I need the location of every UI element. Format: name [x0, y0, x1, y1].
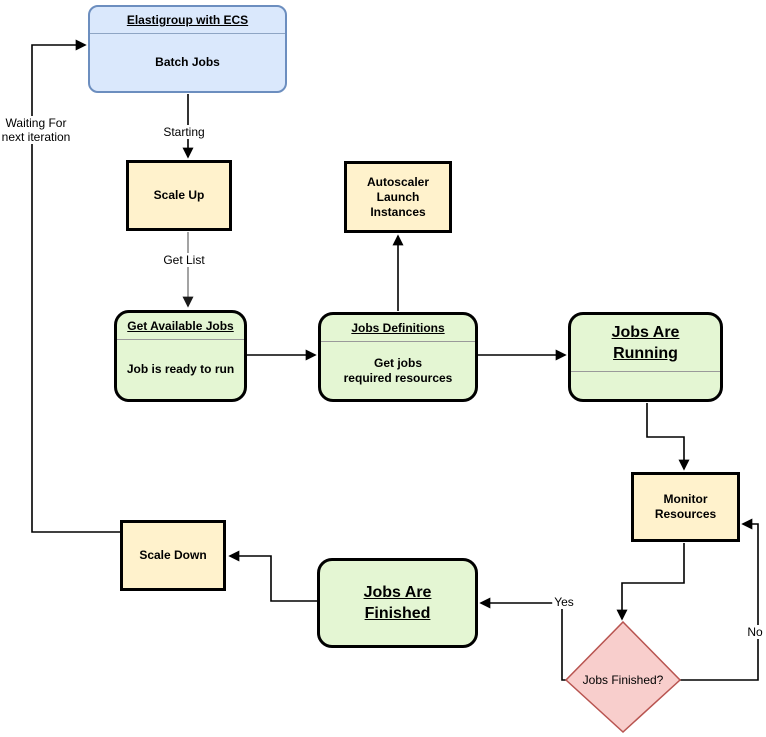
node-scale-down-label: Scale Down	[139, 548, 207, 562]
node-monitor-resources-label: Monitor Resources	[654, 492, 717, 521]
edge-label-get-list: Get List	[161, 253, 207, 267]
node-scale-up: Scale Up	[126, 160, 232, 231]
node-get-available-jobs: Get Available Jobs Job is ready to run	[114, 310, 247, 402]
node-scale-down: Scale Down	[120, 520, 226, 591]
edge-label-no: No	[745, 625, 765, 639]
edge-finished-to-scaledown	[228, 550, 317, 602]
decision-diamond-jobs-finished	[564, 620, 682, 734]
node-jobs-are-running-body	[571, 372, 720, 399]
node-elastigroup-body: Batch Jobs	[155, 55, 220, 69]
edge-scaledown-to-batchjobs-loop	[31, 39, 120, 533]
edge-decision-yes-to-finished	[479, 597, 566, 681]
decision-jobs-finished-label: Jobs Finished?	[582, 673, 664, 687]
node-jobs-definitions-body: Get jobs required resources	[343, 355, 453, 385]
node-jobs-definitions: Jobs Definitions Get jobs required resou…	[318, 312, 478, 402]
node-get-available-jobs-body: Job is ready to run	[126, 362, 235, 376]
node-autoscaler-label: Autoscaler Launch Instances	[366, 174, 430, 219]
node-monitor-resources: Monitor Resources	[631, 472, 740, 542]
section-divider	[321, 341, 475, 342]
section-divider	[571, 371, 720, 372]
edge-label-waiting-for-next-iteration: Waiting For next iteration	[0, 116, 73, 144]
edge-decision-no-to-monitor	[680, 518, 759, 681]
node-get-available-jobs-title: Get Available Jobs	[127, 319, 234, 333]
node-elastigroup-title: Elastigroup with ECS	[126, 13, 249, 27]
node-autoscaler-launch-instances: Autoscaler Launch Instances	[344, 161, 452, 233]
node-jobs-are-running: Jobs Are Running	[568, 312, 723, 402]
section-divider	[117, 339, 244, 340]
section-divider	[90, 33, 285, 34]
edge-running-to-monitor	[646, 403, 690, 471]
node-scale-up-label: Scale Up	[153, 188, 205, 202]
edge-label-yes: Yes	[552, 595, 576, 609]
edge-label-starting: Starting	[161, 125, 207, 139]
edge-monitor-to-decision	[616, 543, 685, 621]
node-jobs-are-finished-label: Jobs Are Finished	[363, 584, 432, 622]
node-elastigroup-batch-jobs: Elastigroup with ECS Batch Jobs	[88, 5, 287, 93]
node-jobs-are-running-title: Jobs Are Running	[611, 324, 680, 362]
node-jobs-are-finished: Jobs Are Finished	[317, 558, 478, 648]
node-jobs-definitions-title: Jobs Definitions	[351, 321, 445, 335]
